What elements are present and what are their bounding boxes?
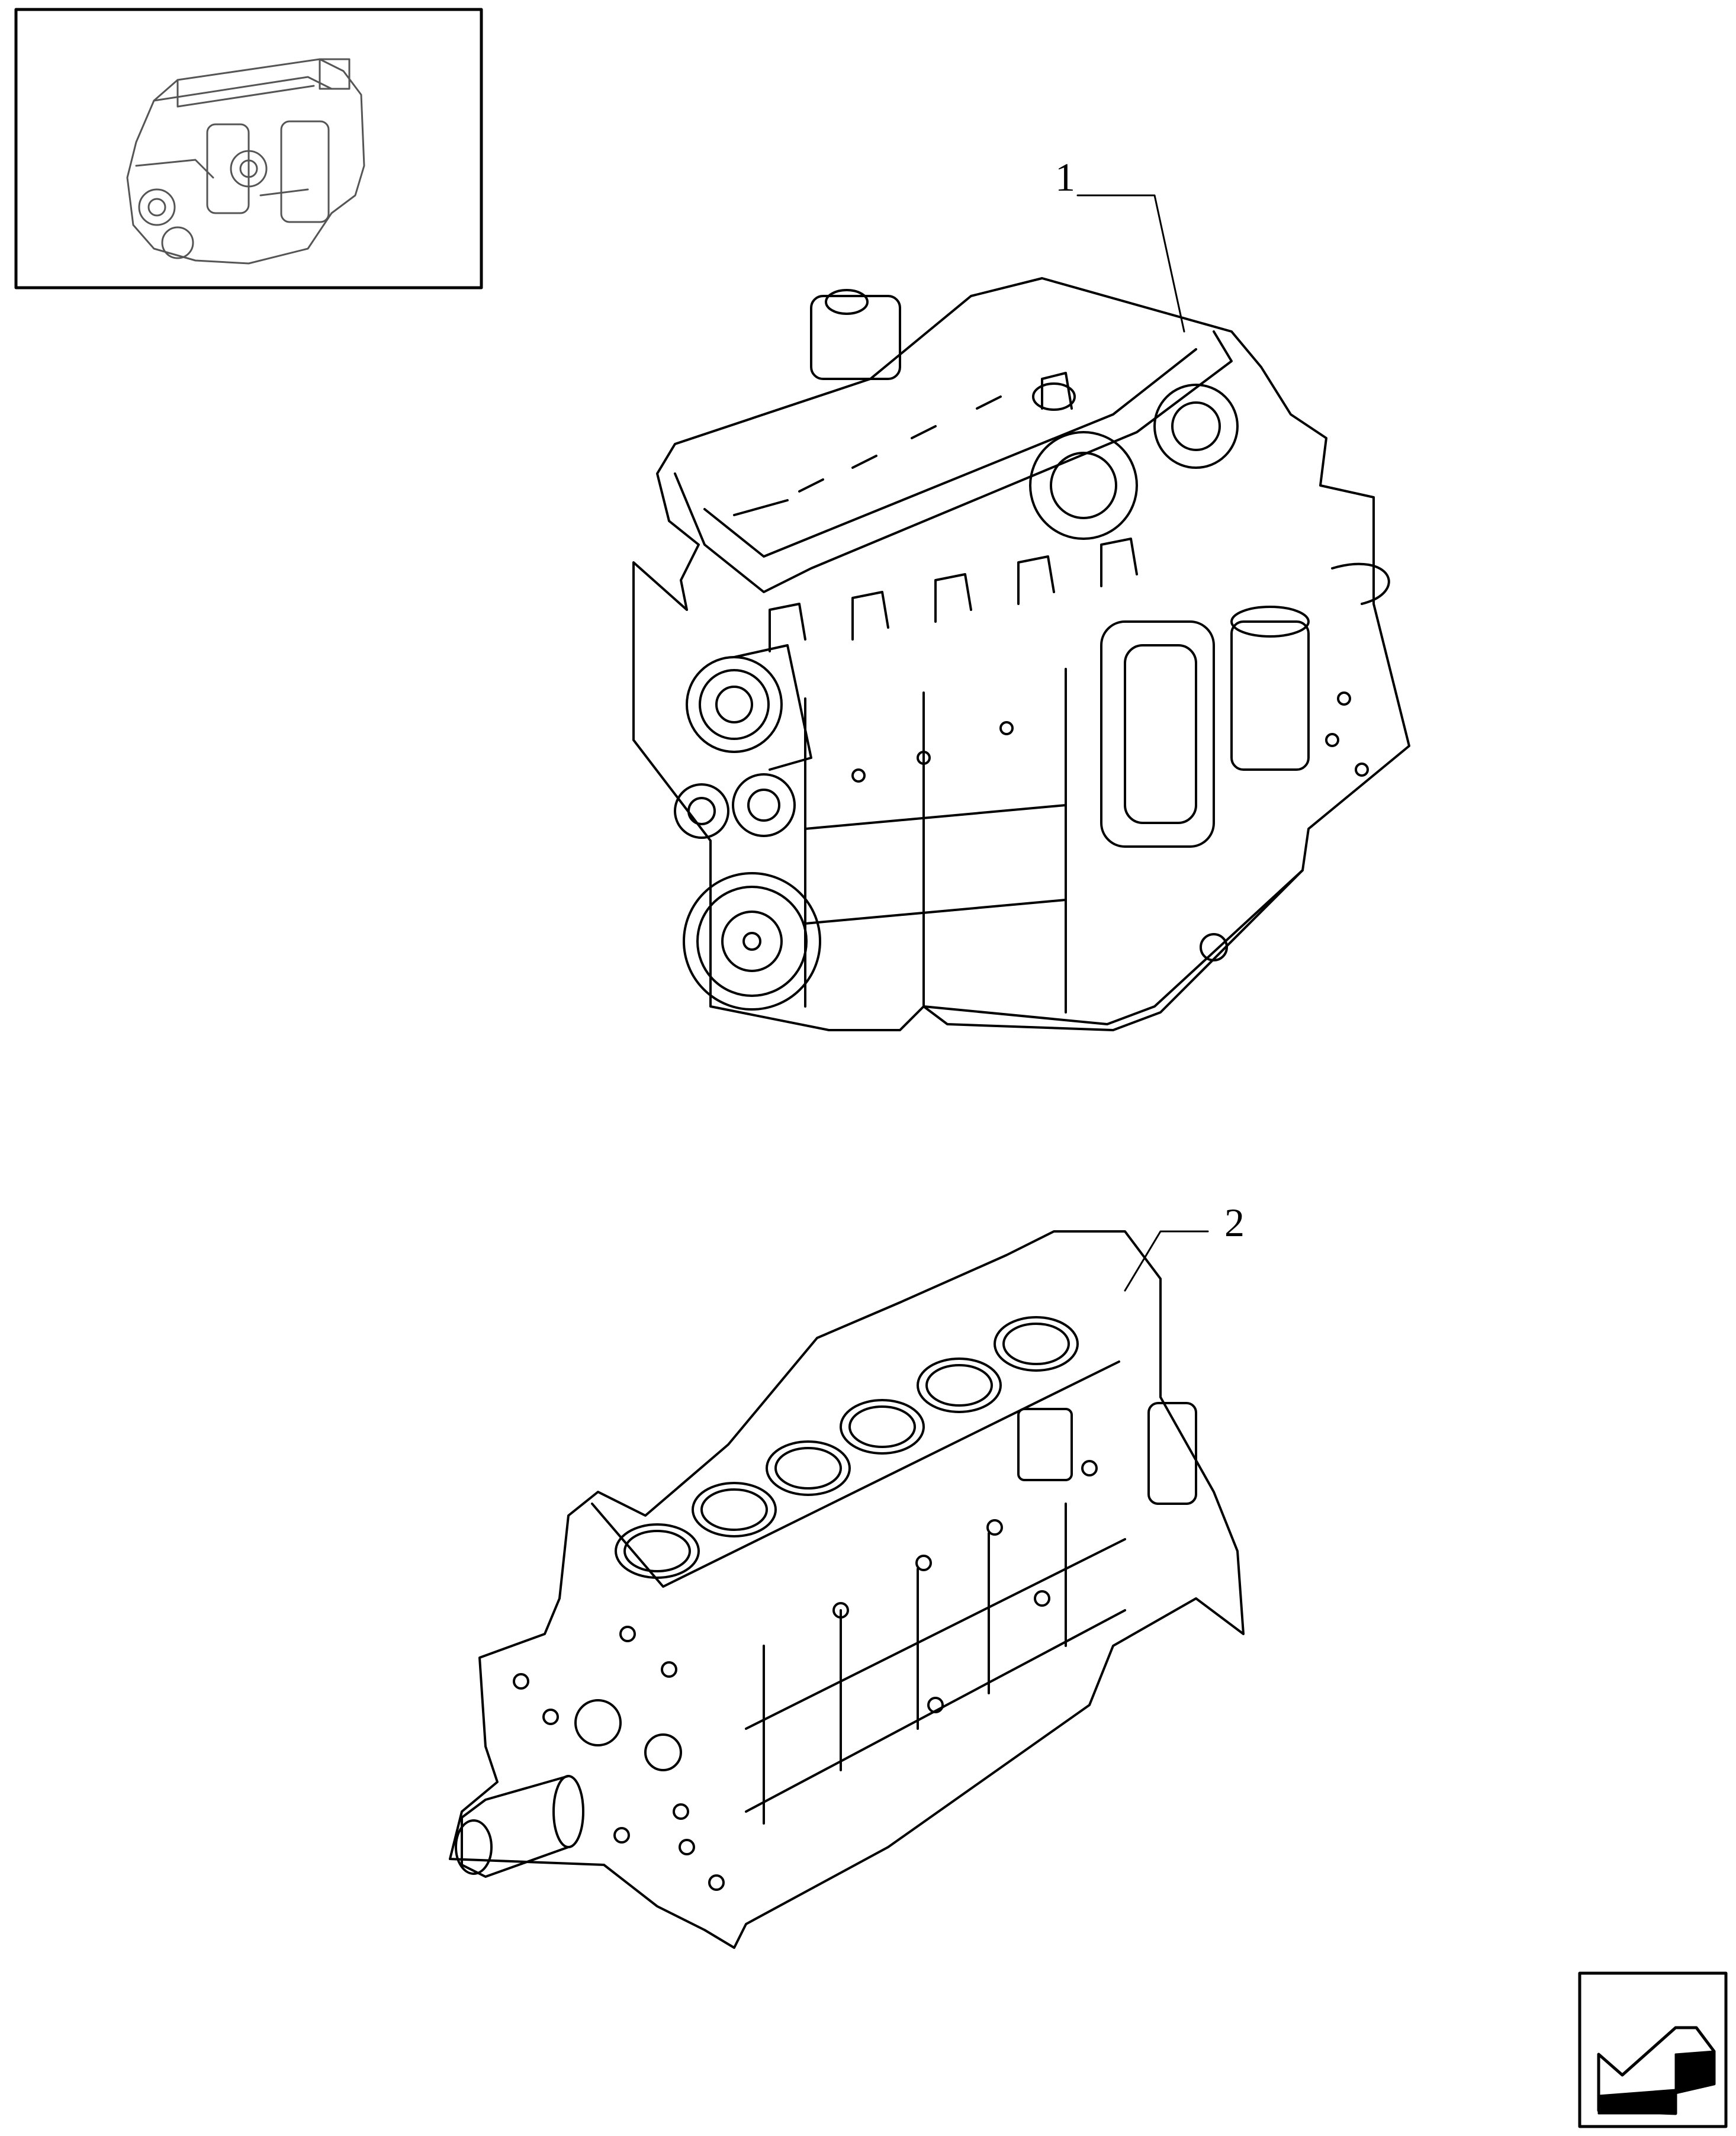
callout-2-label: 2 <box>1224 1200 1245 1245</box>
callout-1-label: 1 <box>1055 155 1075 200</box>
complete-engine-drawing <box>632 277 1410 1031</box>
engine-block-drawing <box>449 1230 1245 1949</box>
callout-1: 1 <box>1055 155 1185 333</box>
callout-2: 2 <box>1124 1200 1245 1292</box>
engine-overview-thumbnail[interactable] <box>14 8 483 289</box>
navigation-arrow-icon[interactable] <box>1578 1971 1728 2128</box>
